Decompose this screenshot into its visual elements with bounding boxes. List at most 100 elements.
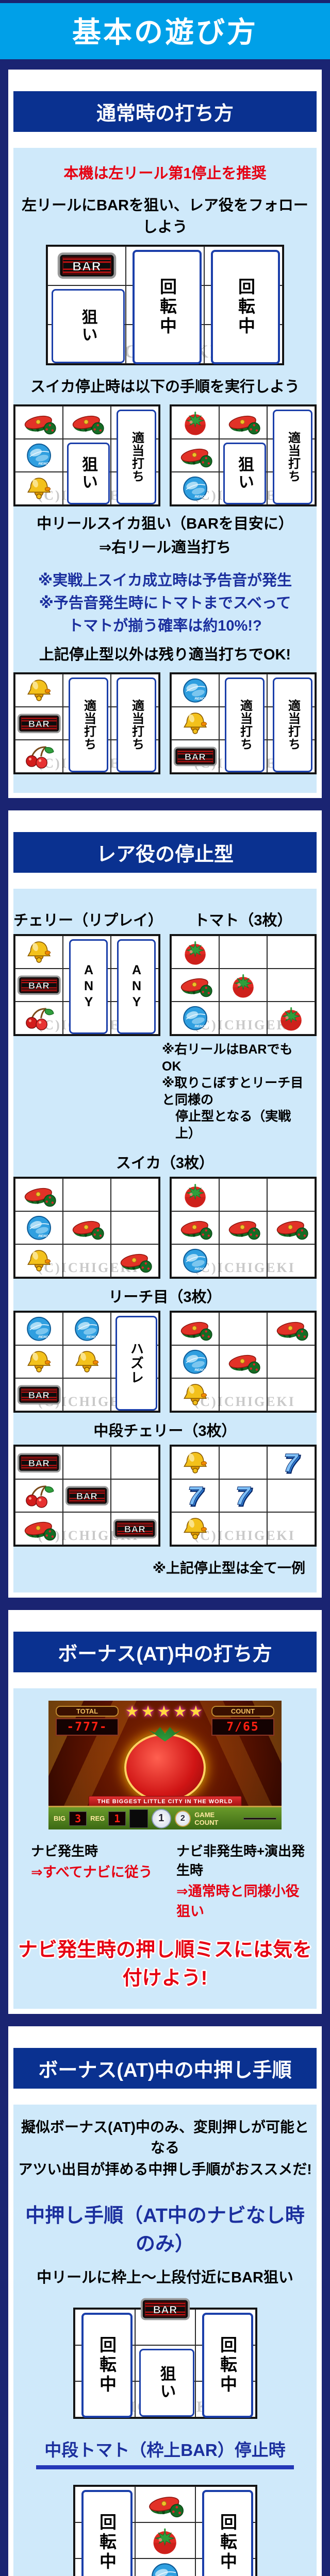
reel-cell xyxy=(219,969,267,1002)
intro-line: アツい出目が拝める中押し手順がおススメだ! xyxy=(18,2161,312,2178)
tomato-symbol-icon xyxy=(220,969,267,1001)
svg-text:RENO: RENO xyxy=(38,1335,48,1339)
reel-cell xyxy=(171,439,219,472)
reel-cell xyxy=(63,1446,111,1480)
note-blue: ※予告音発生時にトマトまでスベって xyxy=(39,595,291,612)
stop-grid-tomato: RENO(C)ICHIGEKI xyxy=(170,934,317,1037)
reel-cell: RENO xyxy=(15,439,63,472)
reel-cell xyxy=(219,1345,267,1379)
bar-symbol-icon: BAR xyxy=(15,1447,62,1479)
ribbon-text: THE BIGGEST LITTLE CITY IN THE WORLD xyxy=(88,1796,242,1808)
medal-1: 1 xyxy=(151,1808,171,1828)
svg-text:RENO: RENO xyxy=(194,1025,205,1028)
tek-overlay-label: 適当打ち xyxy=(273,410,312,505)
replay-symbol-icon: RENO xyxy=(172,1245,219,1277)
reel-cell xyxy=(63,1178,111,1212)
tek-overlay-label: 適当打ち xyxy=(273,677,312,773)
melon-symbol-icon xyxy=(172,439,219,471)
game-count-display xyxy=(243,1817,276,1820)
reel-cell xyxy=(15,1178,63,1212)
reel-cell xyxy=(267,1002,315,1035)
reel-cell xyxy=(111,1479,159,1513)
reel-cell xyxy=(267,1378,315,1412)
nav-on-title: ナビ発生時 xyxy=(31,1843,98,1859)
aim-overlay-label: 狙い xyxy=(52,289,125,364)
lead-other-tekitou: 上記停止型以外は残り適当打ちでOK! xyxy=(39,647,291,664)
any-overlay-label: ANY xyxy=(117,939,156,1035)
svg-text:RENO: RENO xyxy=(194,697,205,701)
reel-cell xyxy=(63,406,111,439)
bell-symbol-icon xyxy=(172,1447,219,1479)
reel-cell xyxy=(219,406,267,439)
reel-cell xyxy=(15,472,63,505)
cherry-symbol-icon xyxy=(15,740,62,772)
panel-bonus-play: ボーナス(AT)中の打ち方 ★★★★★ TOTAL -777- COUNT 7/… xyxy=(8,1610,322,2014)
tomato-emblem xyxy=(124,1733,206,1803)
reel-cell xyxy=(111,1178,159,1212)
reel-cell xyxy=(171,707,219,740)
panel-header: ボーナス(AT)中の中押し手順 xyxy=(13,2047,317,2089)
bell-symbol-icon xyxy=(172,1513,219,1545)
reel-cell xyxy=(135,2522,195,2559)
bar-symbol-icon: BAR xyxy=(63,1480,110,1512)
reel-cell xyxy=(171,406,219,439)
svg-text:BAR: BAR xyxy=(153,2304,177,2316)
note-recommend-first-stop: 本機は左リール第1停止を推奨 xyxy=(63,165,267,182)
reel-cell xyxy=(219,1002,267,1035)
stop-grid-cherry: BAR(C)ICHIGEKIANYANY xyxy=(13,934,160,1037)
reel-cell: RENO xyxy=(171,1345,219,1379)
reel-diagram: RENO(C)ICHIGEKI回転中回転中 xyxy=(73,2485,257,2576)
svg-text:RENO: RENO xyxy=(38,462,48,466)
melon-symbol-icon xyxy=(136,2487,195,2522)
bell-symbol-icon xyxy=(15,472,62,504)
melon-symbol-icon xyxy=(15,1513,62,1545)
melon-symbol-icon xyxy=(172,1313,219,1345)
intro-line: 擬似ボーナス(AT)中のみ、変則押しが可能となる xyxy=(21,2119,309,2156)
svg-text:7: 7 xyxy=(285,1449,301,1477)
machine-status-bar: BIG 3 REG 1 1 2 GAME COUNT xyxy=(48,1806,282,1830)
big-count: 3 xyxy=(69,1811,87,1826)
stop-grid: RENO(C)ICHIGEKI狙い適当打ち xyxy=(13,404,160,507)
panel-normal-play: 通常時の打ち方 本機は左リール第1停止を推奨 左リールにBARを狙い、レア役をフ… xyxy=(8,70,322,799)
replay-symbol-icon: RENO xyxy=(63,1313,110,1345)
replay-symbol-icon: RENO xyxy=(172,1346,219,1378)
tek-overlay-label: 適当打ち xyxy=(69,677,108,773)
nav-off-title: ナビ非発生時+演出発生時 xyxy=(176,1843,305,1878)
procedure-line: 中リールスイカ狙い（BARを目安に） xyxy=(37,516,293,533)
spin-overlay-label: 回転中 xyxy=(81,2490,133,2576)
bell-symbol-icon xyxy=(172,1379,219,1411)
bell-symbol-icon xyxy=(15,674,62,706)
reel-cell xyxy=(219,1512,267,1546)
melon-symbol-icon xyxy=(268,1212,315,1244)
svg-text:RENO: RENO xyxy=(194,1267,205,1271)
reel-cell xyxy=(171,936,219,969)
svg-text:7: 7 xyxy=(235,1482,251,1510)
any-overlay-label: ANY xyxy=(69,939,108,1035)
svg-text:BAR: BAR xyxy=(124,1524,145,1534)
nakaoshi-sub-header: 中押し手順（AT中のナビなし時のみ） xyxy=(25,2205,305,2256)
tomato-symbol-icon xyxy=(172,1179,219,1211)
reel-cell xyxy=(219,1378,267,1412)
grid-label-chudan-cherry: 中段チェリー（3枚） xyxy=(93,1423,237,1440)
stop-title: 中段トマト（枠上BAR）停止時 xyxy=(44,2441,286,2460)
bar-symbol-icon: BAR xyxy=(111,1513,158,1545)
replay-symbol-icon: RENO xyxy=(136,2559,195,2576)
reel-cell xyxy=(63,1378,111,1412)
bar-symbol-icon: BAR xyxy=(15,969,62,1001)
melon-symbol-icon xyxy=(111,1245,158,1277)
stop-grid-suika: RENO(C)ICHIGEKI xyxy=(170,1177,317,1279)
svg-text:BAR: BAR xyxy=(28,719,50,729)
reel-cell xyxy=(171,1512,219,1546)
aim-overlay-label: 狙い xyxy=(67,443,110,505)
melon-symbol-icon xyxy=(220,1346,267,1378)
reel-cell xyxy=(267,936,315,969)
reel-cell: BAR xyxy=(15,1378,63,1412)
aim-overlay-label: 狙い xyxy=(223,443,266,505)
reel-cell: RENO xyxy=(15,1211,63,1245)
bonus-screen-image: ★★★★★ TOTAL -777- COUNT 7/65 THE BIGGEST… xyxy=(48,1701,282,1830)
reel-cell xyxy=(15,1479,63,1513)
